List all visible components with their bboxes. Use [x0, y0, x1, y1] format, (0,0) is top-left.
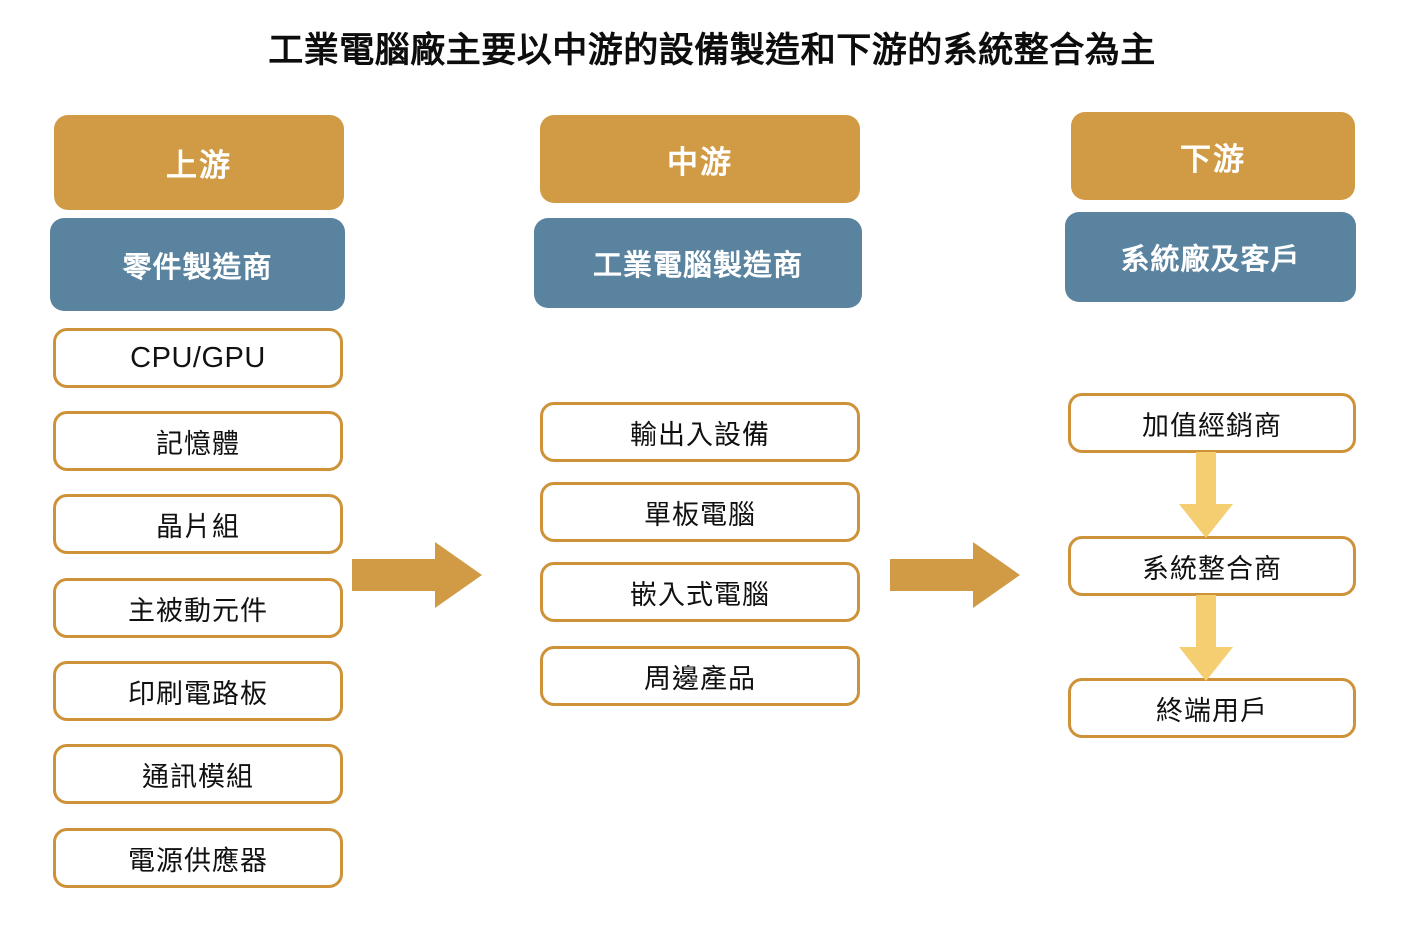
list-item[interactable]: 通訊模組	[53, 744, 343, 804]
list-item[interactable]: 輸出入設備	[540, 402, 860, 462]
stage-header-upstream: 上游	[54, 115, 344, 210]
list-item[interactable]: 終端用戶	[1068, 678, 1356, 738]
list-item[interactable]: 系統整合商	[1068, 536, 1356, 596]
list-item[interactable]: 電源供應器	[53, 828, 343, 888]
role-header-upstream: 零件製造商	[50, 218, 345, 311]
list-item[interactable]: 加值經銷商	[1068, 393, 1356, 453]
role-header-midstream: 工業電腦製造商	[534, 218, 862, 308]
list-item[interactable]: 記憶體	[53, 411, 343, 471]
column-midstream: 中游 工業電腦製造商 輸出入設備 單板電腦 嵌入式電腦 周邊產品	[490, 0, 890, 950]
role-header-downstream: 系統廠及客戶	[1065, 212, 1356, 302]
stage-header-midstream: 中游	[540, 115, 860, 203]
list-item[interactable]: 印刷電路板	[53, 661, 343, 721]
column-downstream: 下游 系統廠及客戶 加值經銷商 系統整合商 終端用戶	[1020, 0, 1424, 950]
list-item[interactable]: 周邊產品	[540, 646, 860, 706]
arrow-down-icon	[1176, 595, 1236, 681]
list-item[interactable]: 嵌入式電腦	[540, 562, 860, 622]
column-upstream: 上游 零件製造商 CPU/GPU 記憶體 晶片組 主被動元件 印刷電路板 通訊模…	[0, 0, 400, 950]
arrow-right-icon	[890, 542, 1020, 608]
stage-header-downstream: 下游	[1071, 112, 1355, 200]
list-item[interactable]: CPU/GPU	[53, 328, 343, 388]
arrow-down-icon	[1176, 452, 1236, 538]
page-title: 工業電腦廠主要以中游的設備製造和下游的系統整合為主	[268, 31, 1156, 70]
list-item[interactable]: 主被動元件	[53, 578, 343, 638]
arrow-right-icon	[352, 542, 482, 608]
list-item[interactable]: 單板電腦	[540, 482, 860, 542]
list-item[interactable]: 晶片組	[53, 494, 343, 554]
